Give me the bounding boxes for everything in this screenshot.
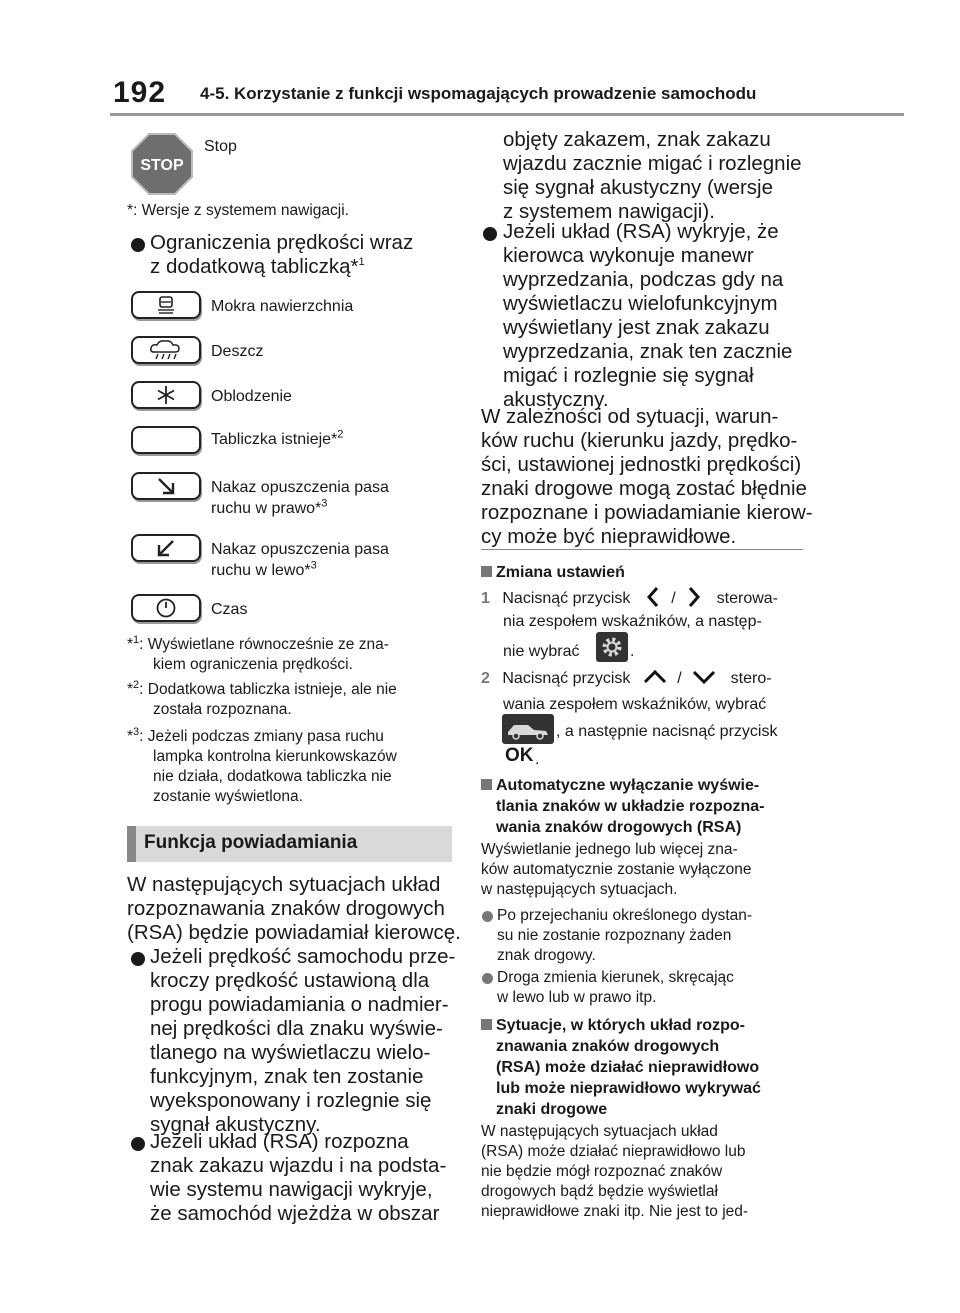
rsa-car-icon	[502, 714, 554, 744]
bullet-dot	[131, 238, 145, 252]
step-1-line2: nia zespołem wskaźników, a następ-	[503, 613, 762, 630]
bullet-dot	[482, 911, 493, 922]
section-heading-bar	[127, 826, 136, 862]
arrow-down-right-icon	[131, 472, 201, 500]
change-settings-heading: Zmiana ustawień	[481, 562, 625, 583]
step-2-line2: wania zespołem wskaźników, wybrać	[503, 696, 767, 713]
section-divider	[481, 549, 803, 550]
malfunction-text: W następujących sytuacjach układ(RSA) mo…	[481, 1123, 749, 1220]
bullet-dot	[483, 227, 497, 241]
chevron-down-icon	[693, 670, 716, 685]
malfunction-heading: Sytuacje, w których układ rozpo- znawani…	[481, 1015, 761, 1120]
page-number: 192	[113, 76, 167, 109]
section-heading-text: Funkcja powiadamiania	[144, 832, 358, 853]
speed-limits-heading: Ograniczenia prędkości wraz z dodatkową …	[150, 231, 414, 278]
arrow-down-left-icon	[131, 534, 201, 562]
auto-off-bullet-1: Po przejechaniu określonego dystan-su ni…	[497, 907, 753, 964]
step-2-end: .	[535, 751, 540, 768]
square-bullet-icon	[481, 1019, 492, 1030]
settings-gear-icon	[596, 632, 628, 662]
step-number: 1	[481, 590, 490, 607]
auto-off-text: Wyświetlanie jednego lub więcej zna-ków …	[481, 841, 752, 898]
plate-exists-label: Tabliczka istnieje*2	[211, 428, 344, 448]
time-label: Czas	[211, 601, 248, 618]
step-1: 1 Nacisnąć przycisk / sterowa-	[481, 586, 778, 609]
recognition-caveat: W zależności od sytuacji, warun-ków ruch…	[481, 405, 813, 548]
footnote-2: *2: Dodatkowa tabliczka istnieje, ale ni…	[127, 678, 397, 718]
wet-road-label: Mokra nawierzchnia	[211, 298, 354, 315]
chevron-up-icon	[643, 669, 666, 684]
step-1-line3: nie wybrać	[503, 643, 580, 660]
section-heading: Funkcja powiadamiania	[127, 826, 452, 862]
header-divider	[110, 113, 904, 116]
wet-road-icon	[131, 291, 201, 319]
chapter-title: 4-5. Korzystanie z funkcji wspomagającyc…	[200, 84, 757, 103]
chevron-right-icon	[689, 587, 701, 607]
square-bullet-icon	[481, 779, 492, 790]
ice-label: Oblodzenie	[211, 388, 292, 405]
stop-label: Stop	[204, 138, 237, 155]
nav-versions-note: *: Wersje z systemem nawigacji.	[127, 202, 349, 219]
stop-sign-text: STOP	[140, 157, 184, 174]
ok-button-icon: OK	[505, 745, 534, 766]
bullet-dot	[131, 952, 145, 966]
ice-icon	[131, 381, 201, 409]
footnote-1: *1: Wyświetlane równocześnie ze zna- kie…	[127, 633, 389, 673]
exit-lane-left-label: Nakaz opuszczenia pasa ruchu w lewo*3	[211, 541, 389, 579]
exit-lane-right-label: Nakaz opuszczenia pasa ruchu w prawo*3	[211, 479, 389, 517]
step-1-end: .	[630, 643, 635, 660]
chevron-left-icon	[646, 587, 658, 607]
step-2: 2 Nacisnąć przycisk / stero-	[481, 669, 772, 687]
auto-off-heading: Automatyczne wyłączanie wyświe- tlania z…	[481, 775, 764, 838]
footnote-3: *3: Jeżeli podczas zmiany pasa ruchu lam…	[127, 725, 397, 805]
step-number: 2	[481, 670, 490, 687]
rain-icon	[131, 336, 201, 364]
stop-sign-icon: STOP	[131, 133, 193, 195]
clock-icon	[131, 594, 201, 622]
square-bullet-icon	[481, 566, 492, 577]
speed-exceeded-bullet: Jeżeli prędkość samochodu prze-kroczy pr…	[150, 945, 456, 1136]
rain-label: Deszcz	[211, 343, 264, 360]
blank-plate-icon	[131, 426, 201, 454]
bullet-dot	[482, 973, 493, 984]
bullet-dot	[131, 1137, 145, 1151]
step-2-line3: , a następnie nacisnąć przycisk	[556, 723, 778, 740]
